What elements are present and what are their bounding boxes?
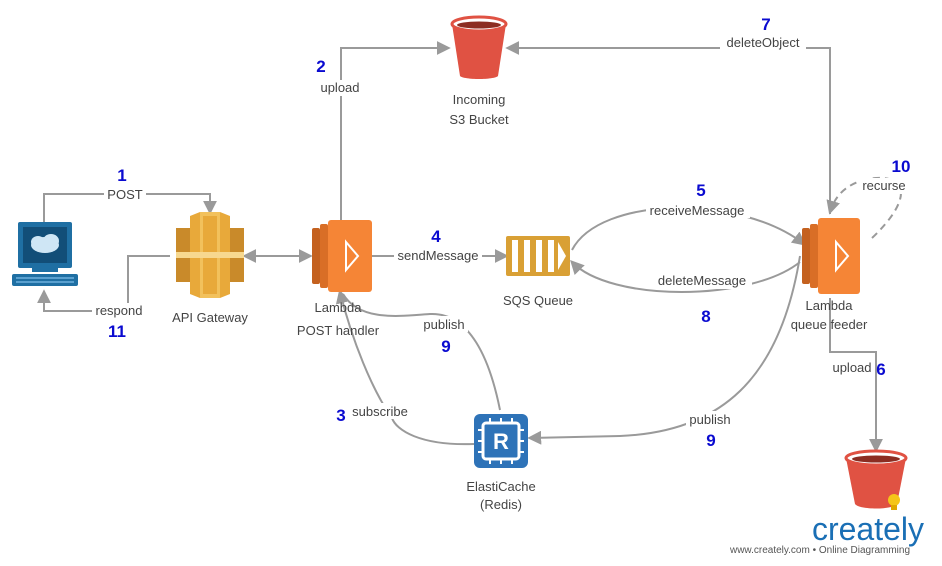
api-gateway-icon bbox=[176, 212, 244, 298]
edge-upload-output-label: upload bbox=[832, 360, 871, 375]
lambda-feeder-label-2: queue feeder bbox=[791, 317, 868, 332]
edge-deletemessage-label: deleteMessage bbox=[658, 273, 746, 288]
elasticache-label-1: ElastiCache bbox=[466, 479, 535, 494]
api-gateway-label: API Gateway bbox=[172, 310, 248, 325]
sqs-queue-label: SQS Queue bbox=[503, 293, 573, 308]
svg-text:R: R bbox=[493, 429, 509, 454]
edge-upload-incoming bbox=[340, 41, 451, 224]
sqs-queue-icon bbox=[506, 236, 570, 276]
edge-recurse-step: 10 bbox=[892, 157, 911, 176]
lambda-post-label-1: Lambda bbox=[315, 300, 363, 315]
edge-deleteobject bbox=[505, 41, 831, 214]
edge-deletemessage-step: 8 bbox=[701, 307, 710, 326]
edge-publish-feeder-step: 9 bbox=[706, 431, 715, 450]
elasticache-redis-icon: R bbox=[474, 414, 528, 468]
edge-labels: POST 1 respond 11 upload 2 deleteObject … bbox=[92, 15, 910, 450]
edge-deleteobject-label: deleteObject bbox=[727, 35, 800, 50]
edge-receivemessage-label: receiveMessage bbox=[650, 203, 745, 218]
edge-recurse-label: recurse bbox=[862, 178, 905, 193]
edge-receivemessage-step: 5 bbox=[696, 181, 705, 200]
lightbulb-icon bbox=[888, 494, 900, 510]
edge-post-label: POST bbox=[107, 187, 142, 202]
edge-publish-feeder bbox=[527, 255, 801, 445]
edge-upload-incoming-label: upload bbox=[320, 80, 359, 95]
lambda-post-icon bbox=[312, 220, 372, 292]
edge-upload-incoming-step: 2 bbox=[316, 57, 325, 76]
creately-footer: www.creately.com • Online Diagramming bbox=[729, 545, 910, 556]
lambda-feeder-label-1: Lambda bbox=[806, 298, 854, 313]
edge-publish-post-label: publish bbox=[423, 317, 464, 332]
edge-recurse bbox=[826, 176, 902, 239]
edge-deleteobject-step: 7 bbox=[761, 15, 770, 34]
edge-deletemessage bbox=[570, 259, 801, 293]
creately-logo: creately bbox=[812, 494, 924, 547]
s3-incoming-bucket-icon bbox=[450, 15, 508, 79]
elasticache-label-2: (Redis) bbox=[480, 497, 522, 512]
edge-publish-post-step: 9 bbox=[441, 337, 450, 356]
edge-sendmessage-label: sendMessage bbox=[398, 248, 479, 263]
edge-subscribe-label: subscribe bbox=[352, 404, 408, 419]
client-computer-icon bbox=[12, 222, 78, 286]
edge-publish-post bbox=[342, 293, 501, 411]
s3-incoming-label-1: Incoming bbox=[453, 92, 506, 107]
edge-publish-feeder-label: publish bbox=[689, 412, 730, 427]
edge-respond-label: respond bbox=[96, 303, 143, 318]
edge-post-step: 1 bbox=[117, 166, 126, 185]
edge-subscribe-step: 3 bbox=[336, 406, 345, 425]
lambda-post-label-2: POST handler bbox=[297, 323, 380, 338]
edge-respond-step: 11 bbox=[108, 322, 126, 341]
edge-upload-output bbox=[829, 298, 883, 453]
edge-upload-output-step: 6 bbox=[876, 360, 885, 379]
edge-sendmessage-step: 4 bbox=[431, 227, 441, 246]
creately-logo-text: creately bbox=[812, 511, 924, 547]
lambda-feeder-icon bbox=[802, 218, 860, 294]
s3-incoming-label-2: S3 Bucket bbox=[449, 112, 509, 127]
